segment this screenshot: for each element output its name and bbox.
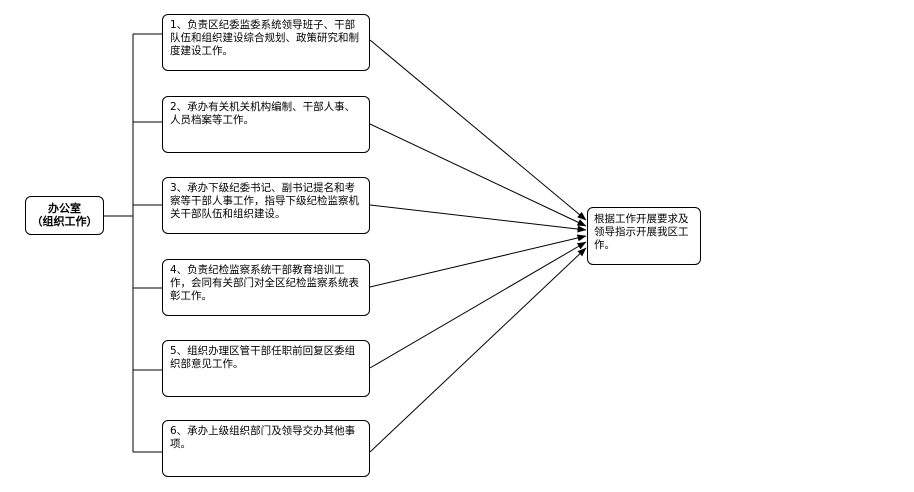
arrow-2 (369, 123, 587, 227)
root-node-title: 办公室 (48, 202, 81, 215)
task-box-5: 5、组织办理区管干部任职前回复区委组织部意见工作。 (162, 340, 370, 397)
task-box-4: 4、负责纪检监察系统干部教育培训工作，会同有关部门对全区纪检监察系统表彰工作。 (162, 259, 370, 316)
task-box-3: 3、承办下级纪委书记、副书记提名和考察等干部人事工作，指导下级纪检监察机关干部队… (162, 177, 370, 234)
root-node-subtitle: （组织工作） (31, 215, 98, 228)
arrow-6 (369, 247, 587, 453)
root-node-office: 办公室 （组织工作） (25, 196, 104, 235)
arrow-3 (369, 204, 587, 233)
arrow-4 (369, 234, 587, 288)
arrow-5 (369, 241, 587, 369)
task-box-1: 1、负责区纪委监委系统领导班子、干部队伍和组织建设综合规划、政策研究和制度建设工… (162, 14, 370, 71)
task-box-2: 2、承办有关机关机构编制、干部人事、人员档案等工作。 (162, 96, 370, 153)
arrow-1 (369, 39, 587, 221)
task-box-6: 6、承办上级组织部门及领导交办其他事项。 (162, 420, 370, 477)
target-node: 根据工作开展要求及领导指示开展我区工作。 (587, 207, 701, 265)
